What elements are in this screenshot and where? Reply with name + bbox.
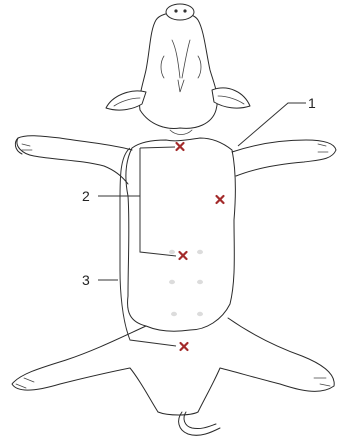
- injection-site-upper-chest: [177, 143, 184, 150]
- tail: [179, 412, 220, 435]
- nipple: [197, 312, 203, 316]
- hindlimbs: [12, 318, 334, 415]
- torso: [126, 130, 235, 331]
- nipple: [197, 280, 203, 284]
- callout-label-3: 3: [82, 272, 90, 288]
- leader-line-3: [98, 148, 176, 346]
- injection-site-mid-abdomen: [180, 252, 187, 259]
- leader-line-1: [238, 103, 306, 146]
- nipple: [197, 250, 203, 254]
- leader-line-2: [98, 148, 176, 256]
- callout-label-2: 2: [82, 188, 90, 204]
- leader-line-2-top: [140, 147, 175, 148]
- injection-site-lower-abdomen: [181, 343, 188, 350]
- snout-icon: [166, 4, 194, 20]
- nipple: [169, 250, 175, 254]
- callout-label-1: 1: [308, 95, 316, 111]
- injection-site-right-flank: [217, 196, 224, 203]
- nipple: [169, 280, 175, 284]
- head: [140, 4, 218, 128]
- nipple: [171, 312, 177, 316]
